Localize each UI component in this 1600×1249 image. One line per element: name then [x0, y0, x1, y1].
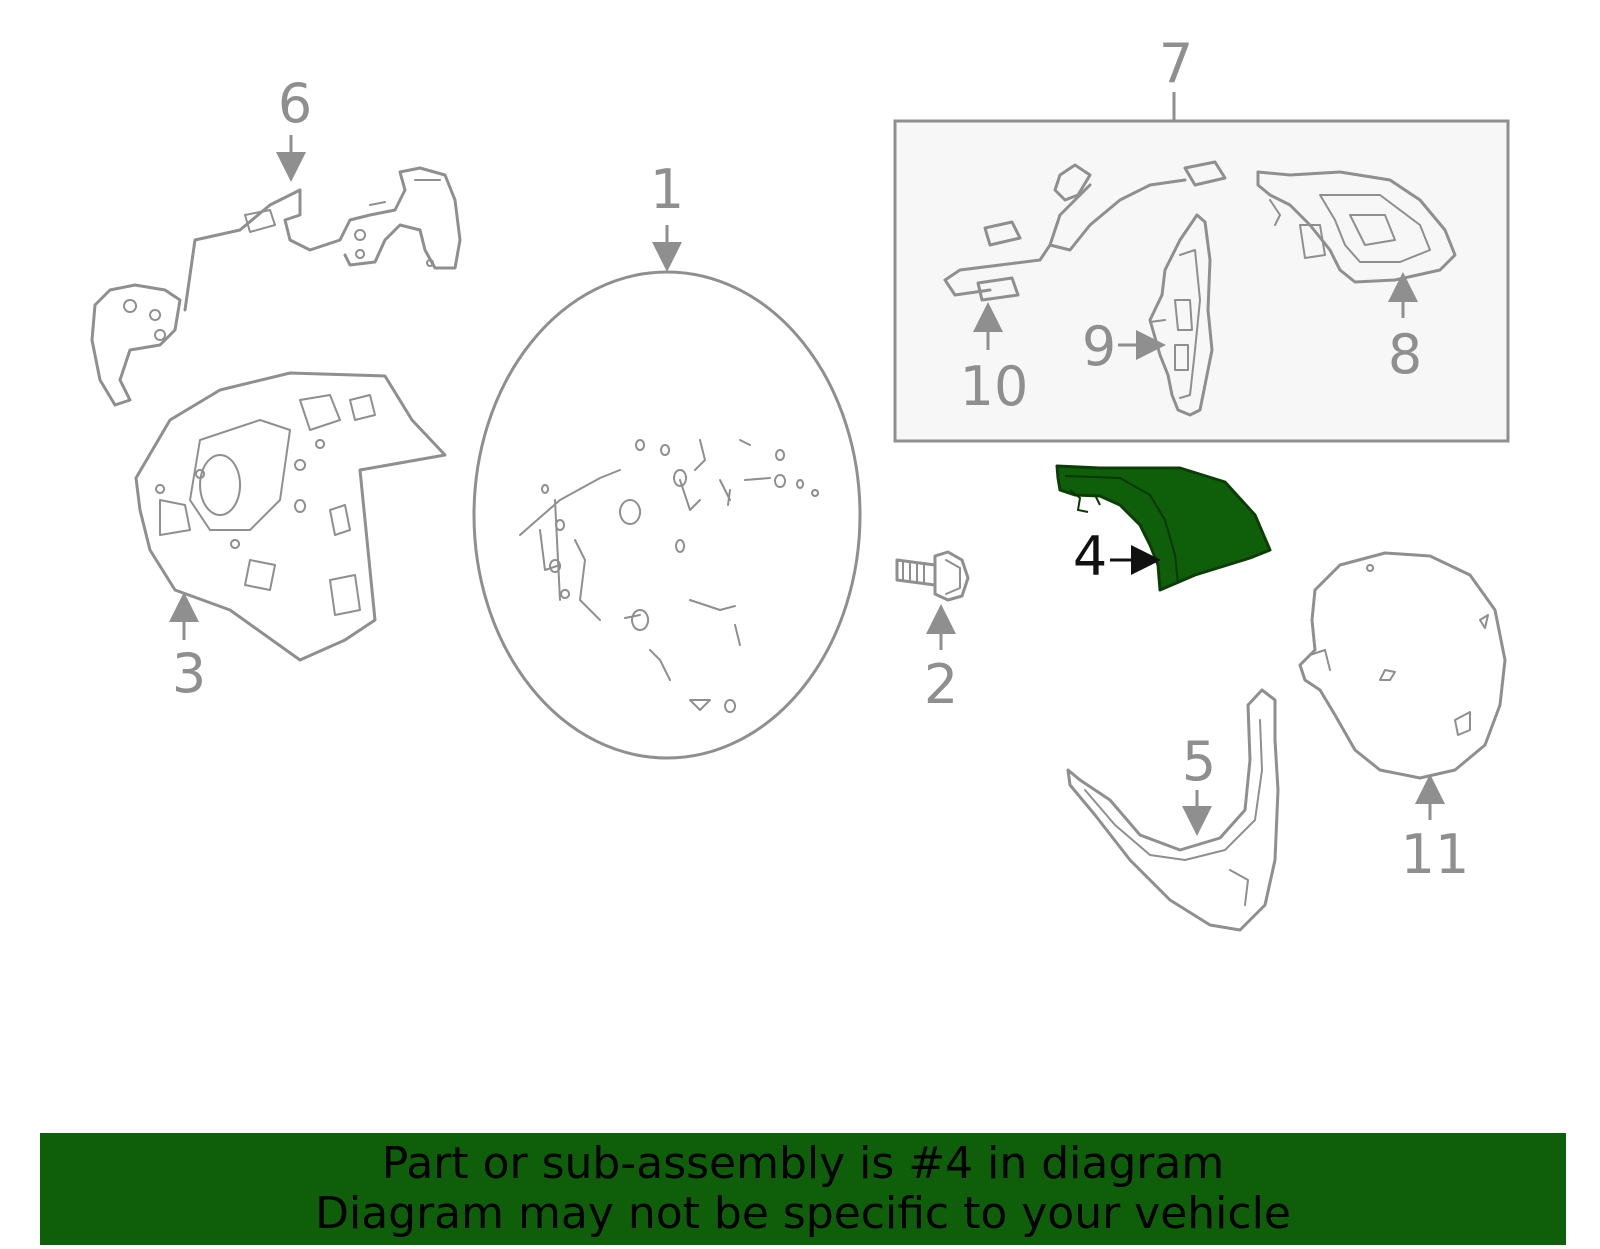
svg-text:7: 7: [1159, 32, 1193, 95]
callout-4: 4: [1073, 525, 1161, 588]
callout-6: 6: [276, 72, 312, 182]
callout-7: 7: [1159, 32, 1193, 95]
part-3-lower-cover[interactable]: [134, 371, 447, 662]
part-9-left-switch[interactable]: [1148, 213, 1214, 417]
part-11-rear-cover[interactable]: [1298, 551, 1507, 780]
part-5-lower-garnish[interactable]: [1066, 688, 1280, 932]
callout-1: 1: [650, 158, 684, 272]
callout-11: 11: [1401, 774, 1470, 886]
banner-line-part-number: Part or sub-assembly is #4 in diagram: [381, 1138, 1225, 1189]
part-2-bolt[interactable]: [895, 550, 970, 602]
part-1-airbag[interactable]: [472, 270, 862, 760]
part-4-switch-cover-highlighted[interactable]: [1055, 464, 1272, 592]
svg-text:1: 1: [650, 158, 684, 221]
svg-text:9: 9: [1082, 315, 1116, 378]
callout-8: 8: [1388, 272, 1422, 386]
svg-text:8: 8: [1388, 323, 1422, 386]
svg-text:5: 5: [1182, 730, 1216, 793]
callout-3: 3: [169, 592, 206, 705]
part-6-paddle-shifter-harness[interactable]: [90, 166, 462, 407]
callout-9: 9: [1082, 315, 1166, 378]
callout-5: 5: [1182, 730, 1216, 836]
callout-2: 2: [924, 604, 958, 716]
svg-text:6: 6: [278, 72, 312, 135]
svg-text:3: 3: [172, 642, 206, 705]
svg-text:4: 4: [1073, 525, 1107, 588]
part-10-wire-harness[interactable]: [943, 160, 1227, 302]
svg-text:10: 10: [960, 355, 1029, 418]
banner-line-disclaimer: Diagram may not be specific to your vehi…: [315, 1188, 1291, 1239]
svg-text:2: 2: [924, 653, 958, 716]
info-banner: Part or sub-assembly is #4 in diagram Di…: [40, 1133, 1566, 1245]
parts-diagram: 1 2 3 4 5 6 7 8 9 10 11: [90, 32, 1510, 932]
callout-10: 10: [960, 302, 1029, 418]
svg-text:11: 11: [1401, 823, 1470, 886]
